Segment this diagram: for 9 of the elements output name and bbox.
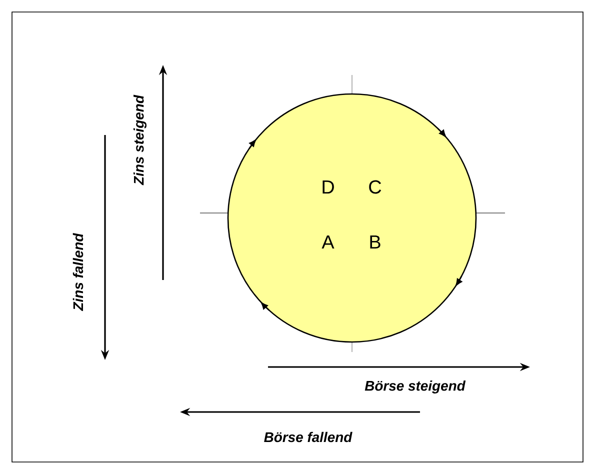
node-label: C [369, 180, 382, 194]
cycle-circle [227, 93, 477, 343]
label: Zins steigend [134, 94, 147, 186]
node-label: A [322, 235, 334, 249]
label: Börse steigend [364, 380, 466, 394]
label: Börse fallend [264, 432, 352, 442]
node-label: D [322, 180, 334, 194]
label: Zins fallend [72, 233, 84, 312]
node-label: B [370, 235, 380, 249]
